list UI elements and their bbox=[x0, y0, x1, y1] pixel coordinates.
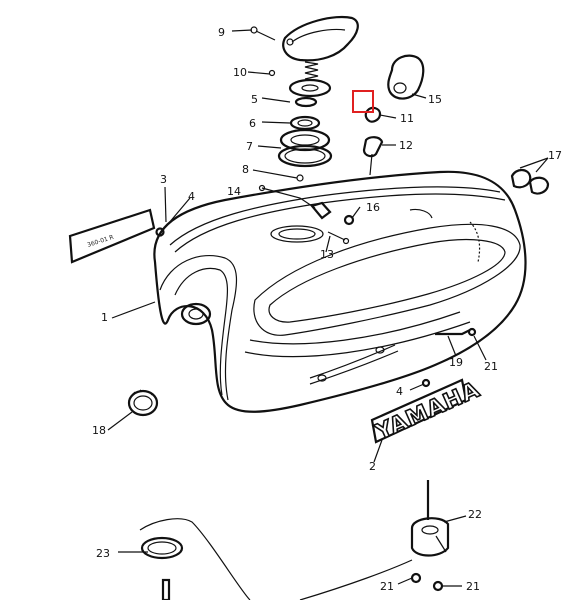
label-19: 19 bbox=[449, 356, 463, 369]
nut-16 bbox=[343, 214, 355, 226]
label-1: 1 bbox=[101, 311, 108, 324]
label-9: 9 bbox=[218, 26, 225, 39]
decal-3: 360-01 R bbox=[68, 208, 156, 264]
cap-lid bbox=[282, 15, 359, 62]
label-10: 10 bbox=[233, 66, 247, 79]
label-15: 15 bbox=[428, 93, 442, 106]
gasket-23 bbox=[140, 536, 184, 560]
bolt-19 bbox=[435, 327, 477, 337]
frame-outline bbox=[139, 518, 413, 600]
label-5: 5 bbox=[251, 93, 258, 106]
label-16: 16 bbox=[366, 201, 380, 214]
highlight-box bbox=[352, 90, 374, 113]
bolt-8 bbox=[296, 174, 304, 182]
label-7: 7 bbox=[246, 140, 253, 153]
clip-11 bbox=[364, 106, 382, 123]
pipe bbox=[161, 578, 171, 600]
fuel-tank bbox=[153, 170, 527, 413]
emblem-2: YAMAHA bbox=[371, 377, 485, 447]
label-2: 2 bbox=[369, 460, 376, 473]
valve-15 bbox=[387, 54, 425, 100]
bolt-13 bbox=[327, 231, 350, 245]
label-22: 22 bbox=[468, 508, 482, 521]
part-labels: 9 10 5 6 7 8 15 11 12 17 3 4 14 16 13 1 … bbox=[92, 26, 562, 593]
label-21-lower-right: 21 bbox=[466, 580, 480, 593]
label-11: 11 bbox=[400, 112, 414, 125]
label-13: 13 bbox=[320, 248, 334, 261]
screws-21-lower bbox=[410, 572, 444, 592]
label-8: 8 bbox=[242, 163, 249, 176]
hose-12 bbox=[362, 136, 384, 176]
fuel-cock-22 bbox=[410, 480, 450, 557]
plate-5 bbox=[288, 78, 332, 108]
spring-10 bbox=[268, 61, 319, 80]
label-14: 14 bbox=[227, 185, 241, 198]
label-12: 12 bbox=[399, 139, 413, 152]
gauge-cap bbox=[180, 302, 212, 326]
label-21-lower-left: 21 bbox=[380, 580, 394, 593]
label-21-right: 21 bbox=[484, 360, 498, 373]
grommet-18 bbox=[127, 389, 159, 417]
label-17: 17 bbox=[548, 149, 562, 162]
label-23: 23 bbox=[96, 547, 110, 560]
leader-lines bbox=[107, 29, 549, 587]
label-18: 18 bbox=[92, 424, 106, 437]
label-3: 3 bbox=[160, 173, 167, 186]
gasket-6 bbox=[289, 115, 321, 131]
label-6: 6 bbox=[249, 117, 256, 130]
rubber-17 bbox=[510, 168, 550, 195]
rubber-4 bbox=[155, 227, 431, 388]
label-4-bottom: 4 bbox=[396, 385, 403, 398]
bracket-14 bbox=[258, 184, 332, 220]
screw-9 bbox=[250, 26, 276, 41]
cap-base-7 bbox=[277, 128, 333, 168]
label-4-top: 4 bbox=[188, 190, 195, 203]
